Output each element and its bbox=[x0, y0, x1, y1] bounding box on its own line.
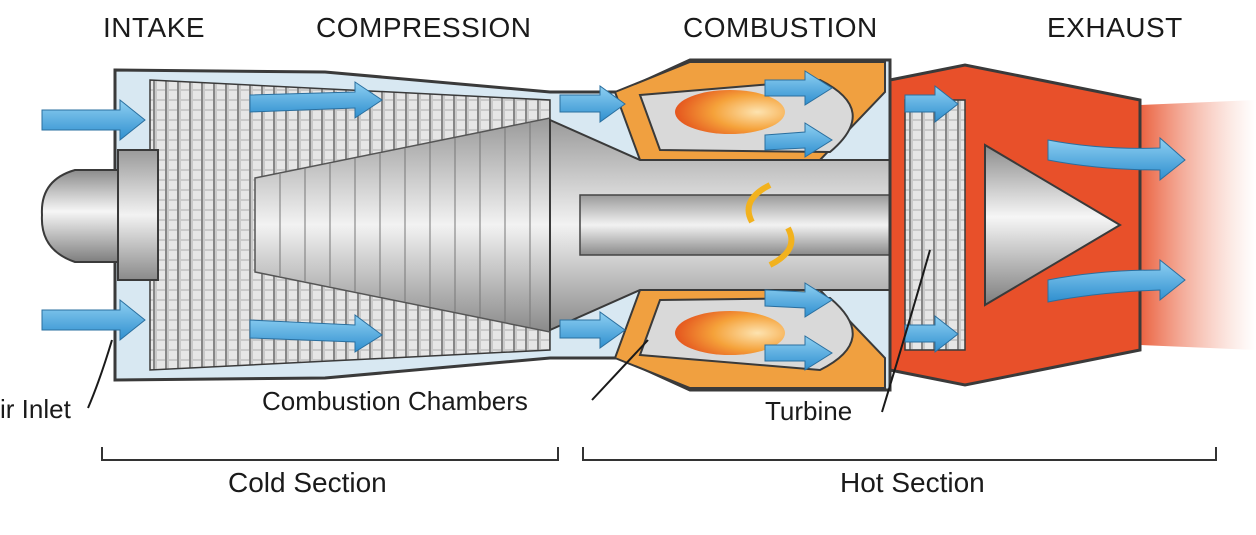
exhaust-cone bbox=[984, 143, 1122, 307]
cold-section-bracket bbox=[101, 447, 559, 461]
callout-air-inlet: ir Inlet bbox=[0, 394, 71, 424]
stage-label-intake: INTAKE bbox=[103, 12, 206, 43]
flame-bottom bbox=[675, 311, 785, 355]
air-flow-arrows bbox=[41, 70, 1186, 371]
air-inlet-leader bbox=[87, 339, 113, 409]
combustion-chambers-leader bbox=[591, 339, 649, 401]
hot-section-bracket bbox=[582, 447, 1217, 461]
compressor-drum-ribs bbox=[279, 123, 531, 327]
shaft-rotation-arrow bbox=[745, 182, 795, 268]
intake-hub bbox=[117, 149, 159, 281]
compressor-drum bbox=[254, 117, 551, 333]
stage-label-compression: COMPRESSION bbox=[316, 12, 532, 43]
section-label-cold: Cold Section bbox=[228, 467, 387, 498]
flame-top bbox=[675, 90, 785, 134]
nose-cone bbox=[40, 169, 121, 263]
turbine-blades bbox=[904, 99, 966, 351]
main-shaft bbox=[579, 194, 901, 256]
stage-label-combustion: COMBUSTION bbox=[683, 12, 878, 43]
callout-turbine: Turbine bbox=[765, 396, 853, 426]
section-label-hot: Hot Section bbox=[840, 467, 985, 498]
callout-combustion-chambers: Combustion Chambers bbox=[262, 386, 528, 416]
stage-label-exhaust: EXHAUST bbox=[1047, 12, 1183, 43]
turbine-leader bbox=[881, 249, 931, 413]
exhaust-plume bbox=[1140, 100, 1256, 350]
